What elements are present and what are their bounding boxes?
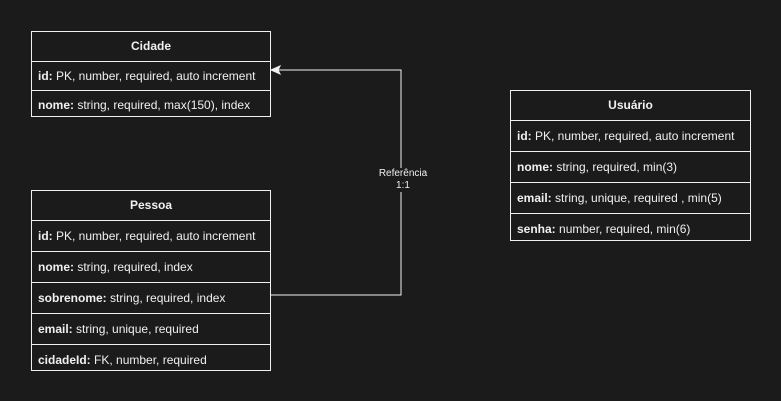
entity-cidade[interactable]: Cidade id: PK, number, required, auto in…: [31, 31, 271, 117]
field-row[interactable]: nome: string, required, min(3): [511, 152, 750, 183]
field-row[interactable]: senha: number, required, min(6): [511, 214, 750, 244]
relation-label-type: Referência: [378, 168, 428, 179]
field-name: nome:: [38, 98, 74, 112]
field-name: id:: [38, 69, 53, 83]
field-description: PK, number, required, auto increment: [52, 229, 256, 243]
field-description: string, required, max(150), index: [74, 98, 251, 112]
field-name: nome:: [517, 160, 553, 174]
entity-title: Usuário: [511, 91, 750, 121]
field-description: string, unique, required: [72, 322, 199, 336]
field-description: number, required, min(6): [555, 222, 691, 236]
field-name: id:: [38, 229, 53, 243]
field-name: cidadeId:: [38, 353, 91, 367]
entity-usuario[interactable]: Usuário id: PK, number, required, auto i…: [510, 90, 751, 241]
field-row[interactable]: id: PK, number, required, auto increment: [32, 62, 270, 91]
field-row[interactable]: email: string, unique, required: [32, 314, 270, 345]
field-row[interactable]: email: string, unique, required , min(5): [511, 183, 750, 214]
field-description: PK, number, required, auto increment: [52, 69, 256, 83]
field-description: string, required, index: [74, 260, 193, 274]
field-row[interactable]: cidadeId: FK, number, required: [32, 345, 270, 375]
field-name: email:: [38, 322, 73, 336]
field-name: email:: [517, 191, 552, 205]
field-row[interactable]: id: PK, number, required, auto increment: [32, 221, 270, 252]
field-name: sobrenome:: [38, 291, 107, 305]
field-description: string, required, index: [106, 291, 226, 305]
entity-title: Cidade: [32, 32, 270, 62]
relation-label: Referência 1:1: [360, 168, 446, 192]
field-row[interactable]: id: PK, number, required, auto increment: [511, 121, 750, 152]
field-row[interactable]: nome: string, required, max(150), index: [32, 91, 270, 119]
field-description: FK, number, required: [90, 353, 207, 367]
field-row[interactable]: nome: string, required, index: [32, 252, 270, 283]
relation-arrowhead: [269, 64, 282, 76]
field-description: string, required, min(3): [553, 160, 678, 174]
field-description: PK, number, required, auto increment: [531, 129, 735, 143]
field-description: string, unique, required , min(5): [551, 191, 722, 205]
field-name: senha:: [517, 222, 556, 236]
field-row[interactable]: sobrenome: string, required, index: [32, 283, 270, 314]
field-name: nome:: [38, 260, 74, 274]
relation-label-cardinality: 1:1: [396, 180, 410, 191]
entity-pessoa[interactable]: Pessoa id: PK, number, required, auto in…: [31, 190, 271, 371]
field-name: id:: [517, 129, 532, 143]
entity-title: Pessoa: [32, 191, 270, 221]
